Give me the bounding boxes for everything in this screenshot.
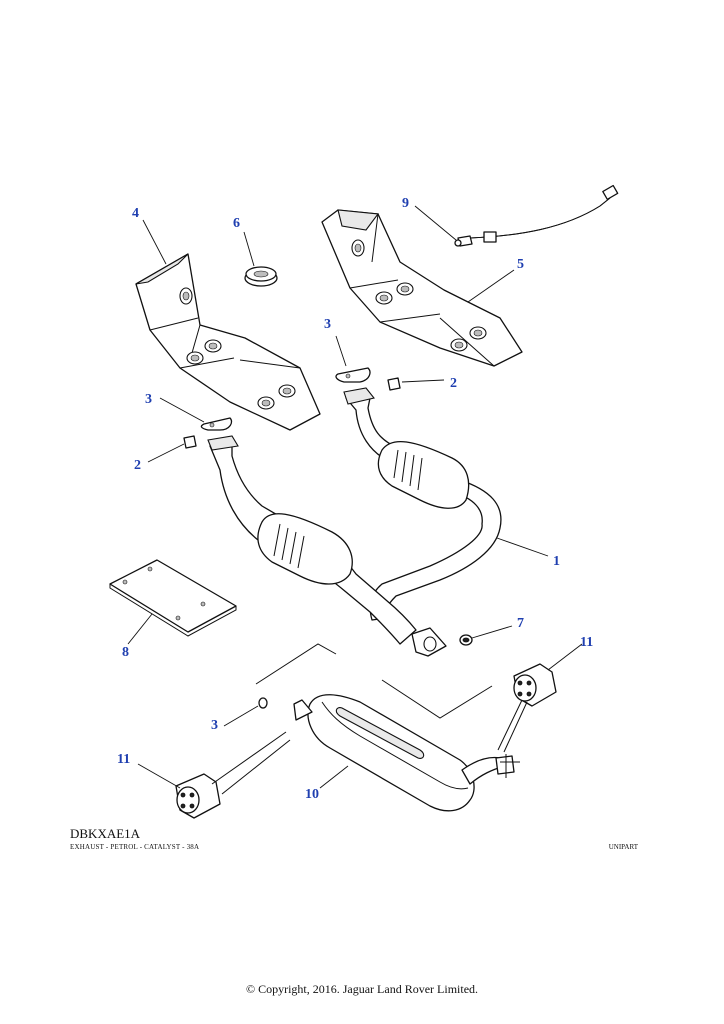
heat-plate: [109, 559, 237, 637]
mounting-left: [175, 731, 291, 819]
callout-9: 9: [402, 196, 409, 211]
heat-shield-right: [321, 209, 523, 367]
callout-11-right: 11: [580, 635, 593, 650]
callout-7: 7: [517, 616, 524, 631]
callout-2-left: 2: [134, 458, 141, 473]
callout-10: 10: [305, 787, 319, 802]
callout-3-left: 3: [145, 392, 152, 407]
callout-8: 8: [122, 645, 129, 660]
floor-outline: [255, 643, 493, 719]
callout-11-left: 11: [117, 752, 130, 767]
gasket-left: [200, 417, 233, 431]
copyright-notice: © Copyright, 2016. Jaguar Land Rover Lim…: [245, 982, 479, 996]
callout-6: 6: [233, 216, 240, 231]
grommet: [244, 266, 278, 287]
mounting-right: [497, 663, 557, 753]
callout-5: 5: [517, 257, 524, 272]
gasket-lower: [258, 697, 268, 709]
leader-lines: [127, 205, 583, 789]
front-pipe-catalyst: [207, 387, 502, 657]
rear-silencer: [293, 694, 520, 812]
callout-3-lower: 3: [211, 718, 218, 733]
diagram-subtitle: EXHAUST - PETROL - CATALYST - 38A: [70, 843, 200, 851]
brand-label: UNIPART: [608, 843, 638, 851]
gasket-right: [335, 367, 371, 383]
nut-right: [387, 377, 401, 391]
callout-1: 1: [553, 554, 560, 569]
callout-2-right: 2: [450, 376, 457, 391]
callout-4: 4: [132, 206, 139, 221]
oxygen-sensor: [454, 184, 619, 247]
callout-3-upper: 3: [324, 317, 331, 332]
callouts: 1 2 2 3 3 3 4 5 6 7 8 9 10 11 11: [117, 196, 593, 802]
nut-left: [183, 435, 197, 449]
diagram-code: DBKXAE1A: [70, 826, 141, 841]
heat-shield-left: [135, 253, 321, 431]
nut-7: [459, 634, 473, 646]
